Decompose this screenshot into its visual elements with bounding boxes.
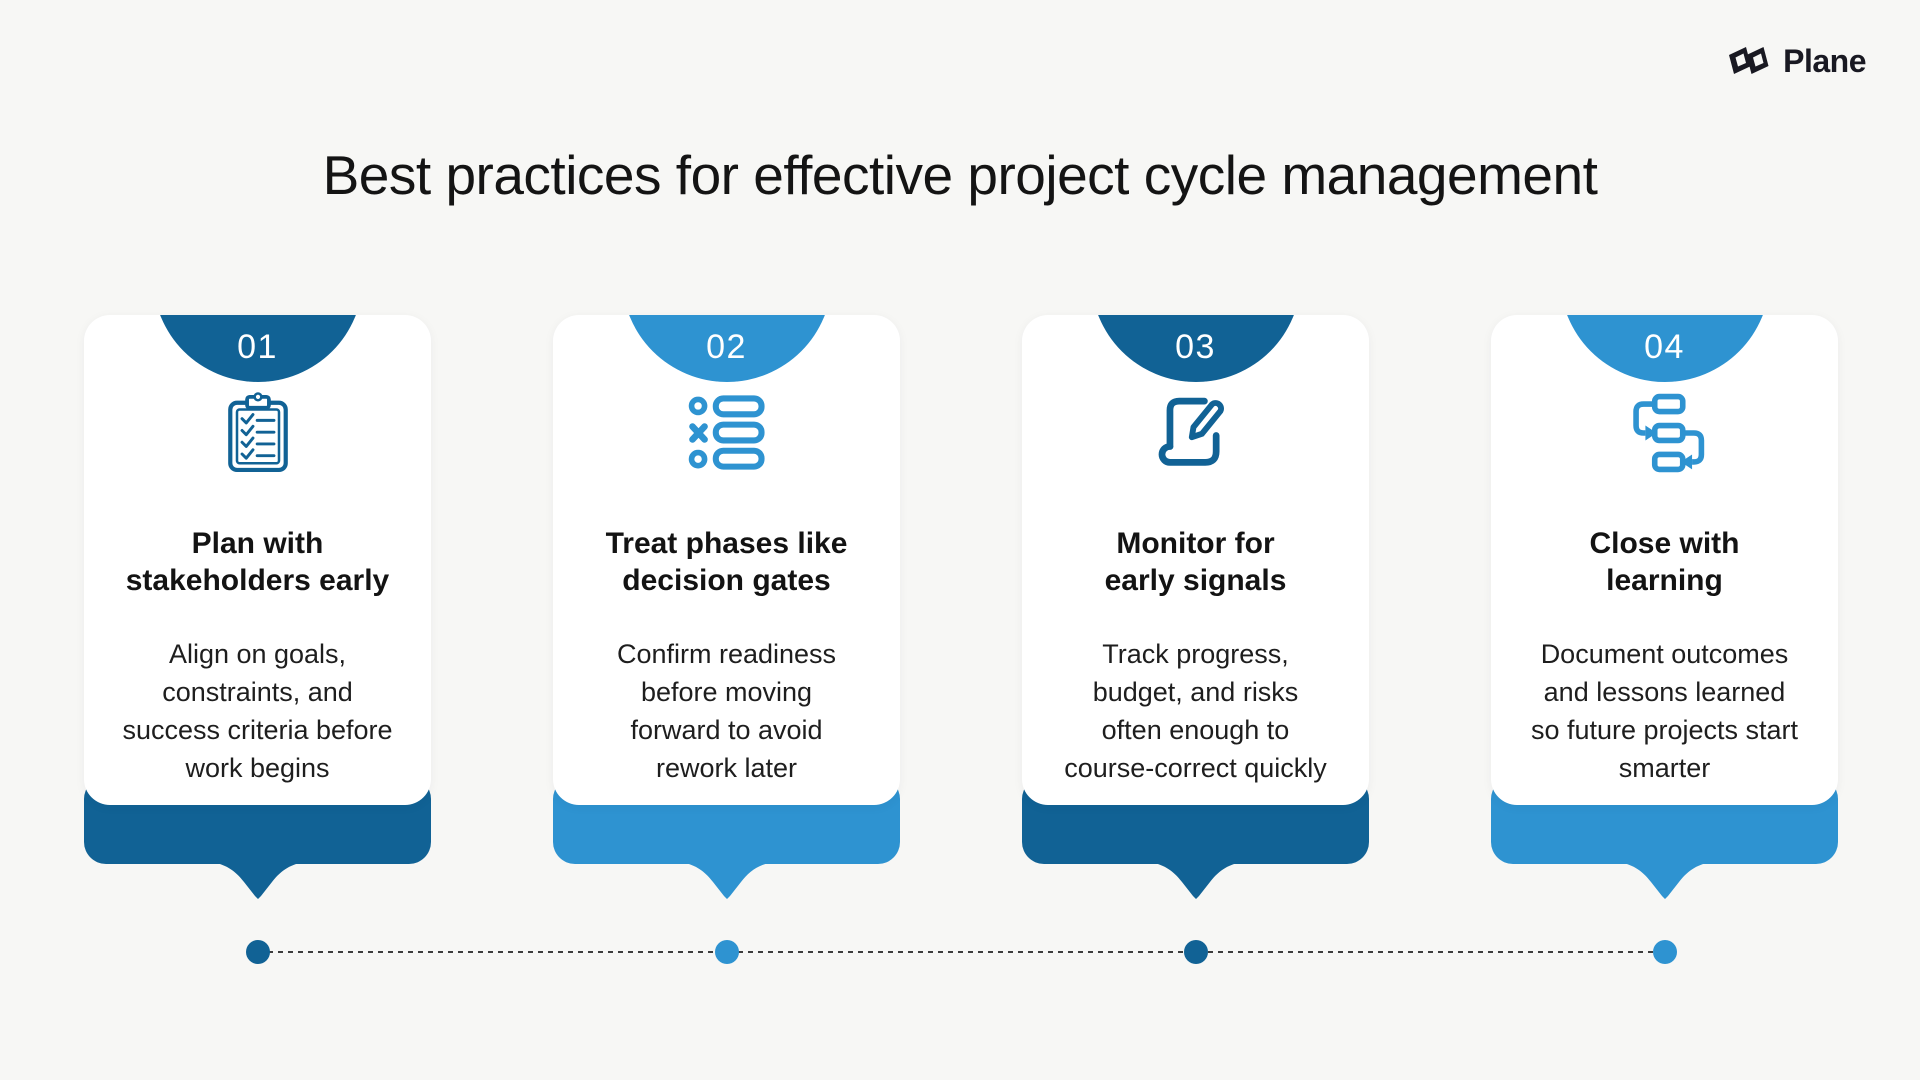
step-number: 03 [1175, 328, 1216, 366]
step-number: 04 [1644, 328, 1685, 366]
brand-logo: Plane [1725, 42, 1866, 80]
clipboard-checklist-icon [216, 391, 300, 475]
card-description: Document outcomes and lessons learned so… [1530, 639, 1799, 783]
card-title: Monitor for early signals [1104, 527, 1287, 597]
step-card-1: 01 Plan with stakeholders early Align [84, 315, 431, 915]
step-number: 02 [706, 328, 747, 366]
card-pointer-tail [684, 863, 769, 901]
step-card-2: 02 Treat phases like decision gates Conf… [553, 315, 900, 915]
card-title: Close with learning [1589, 527, 1740, 597]
plane-logo-icon [1725, 42, 1773, 80]
brand-name: Plane [1783, 42, 1866, 79]
card-title: Treat phases like decision gates [605, 527, 848, 597]
card-title: Plan with stakeholders early [125, 527, 390, 597]
timeline-dot-4 [1653, 940, 1677, 964]
step-card-4: 04 Close with learning Document outcomes… [1491, 315, 1838, 915]
card-description: Align on goals, constraints, and success… [122, 639, 393, 783]
card-pointer-tail [1153, 863, 1238, 901]
decision-list-icon [685, 391, 769, 475]
timeline-dot-1 [246, 940, 270, 964]
page-title: Best practices for effective project cyc… [322, 144, 1598, 206]
timeline-dashed-line [258, 951, 1665, 953]
card-description: Confirm readiness before moving forward … [616, 639, 837, 783]
step-number: 01 [237, 328, 278, 366]
workflow-icon [1623, 391, 1707, 475]
step-card-3: 03 Monitor for early signals Track progr… [1022, 315, 1369, 915]
card-panel: 03 Monitor for early signals Track progr… [1022, 315, 1369, 805]
card-panel: 04 Close with learning Document outcomes… [1491, 315, 1838, 805]
timeline-dot-2 [715, 940, 739, 964]
card-description: Track progress, budget, and risks often … [1064, 639, 1327, 783]
card-panel: 01 Plan with stakeholders early Align [84, 315, 431, 805]
card-pointer-tail [215, 863, 300, 901]
timeline-dot-3 [1184, 940, 1208, 964]
card-panel: 02 Treat phases like decision gates Conf… [553, 315, 900, 805]
card-pointer-tail [1622, 863, 1707, 901]
document-pencil-icon [1154, 391, 1238, 475]
